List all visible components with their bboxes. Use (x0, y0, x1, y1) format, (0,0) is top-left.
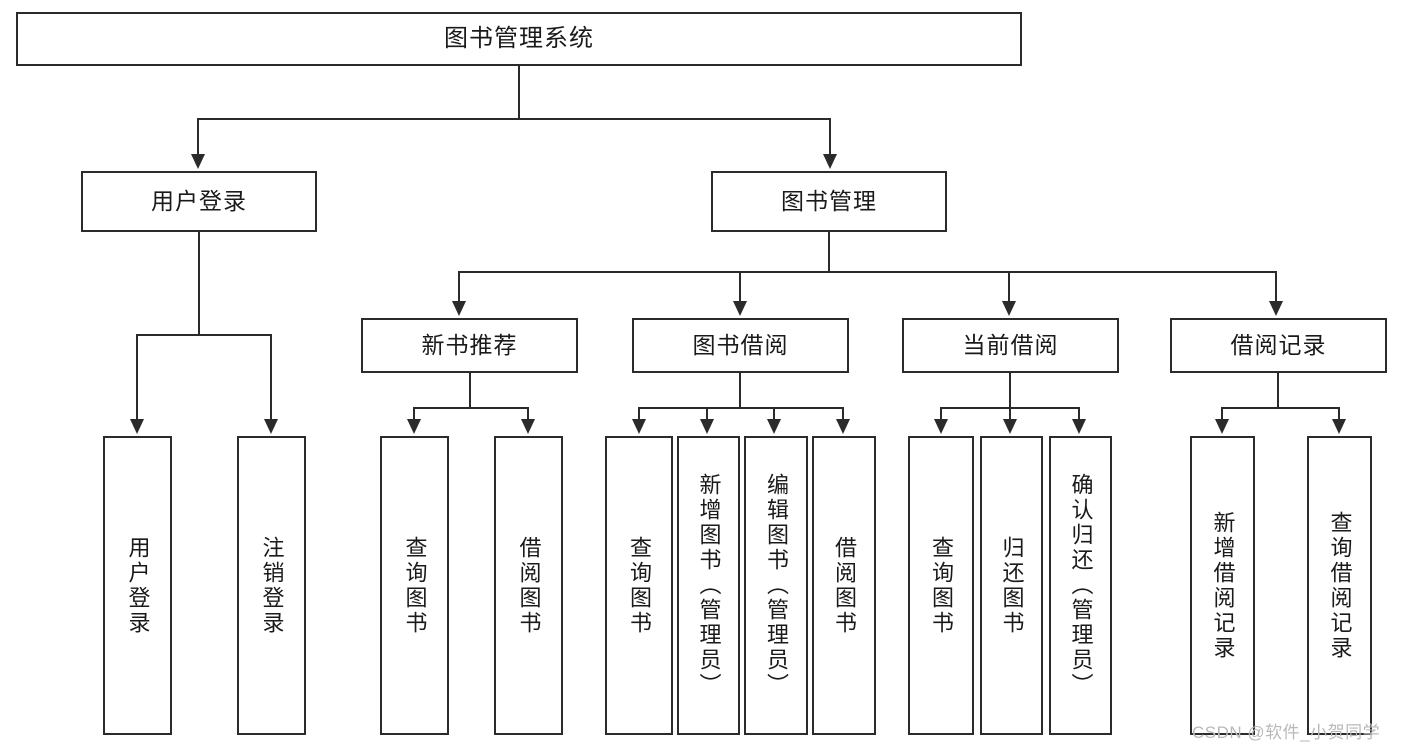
edge-book-borrow-bus (638, 407, 844, 409)
edge-cb-drop-1 (940, 407, 942, 421)
node-leaf-add-book[interactable]: 新增图书（管理员） (677, 436, 740, 735)
node-label: 查询图书 (627, 535, 652, 636)
node-label: 归还图书 (999, 535, 1025, 636)
arrow-to-leaf-logout (264, 419, 278, 434)
node-root-system[interactable]: 图书管理系统 (16, 12, 1022, 66)
arrow-to-leaf-query-book-1 (407, 419, 421, 434)
arrow-to-leaf-confirm-return (1072, 419, 1086, 434)
arrow-to-leaf-query-record (1332, 419, 1346, 434)
node-leaf-borrow-book-1[interactable]: 借阅图书 (494, 436, 563, 735)
node-current-borrow[interactable]: 当前借阅 (902, 318, 1119, 373)
node-leaf-borrow-book-2[interactable]: 借阅图书 (812, 436, 876, 735)
node-leaf-query-book-1[interactable]: 查询图书 (380, 436, 449, 735)
arrow-to-leaf-borrow-book-1 (521, 419, 535, 434)
arrow-to-leaf-add-record (1215, 419, 1229, 434)
node-label: 借阅图书 (832, 535, 857, 636)
node-leaf-confirm-return[interactable]: 确认归还（管理员） (1049, 436, 1112, 735)
edge-bm-drop-book-borrow (739, 271, 741, 303)
edge-br-drop-1 (1221, 407, 1223, 421)
arrow-to-borrow-record (1269, 301, 1283, 316)
edge-book-borrow-stem (739, 373, 741, 409)
arrow-to-leaf-borrow-book-2 (836, 419, 850, 434)
arrow-to-leaf-return-book (1003, 419, 1017, 434)
node-leaf-return-book[interactable]: 归还图书 (980, 436, 1043, 735)
edge-user-login-bus (136, 334, 272, 336)
arrow-to-book-borrow (733, 301, 747, 316)
arrow-to-current-borrow (1002, 301, 1016, 316)
node-label: 用户登录 (151, 187, 247, 214)
node-label: 确认归还（管理员） (1068, 473, 1094, 698)
node-label: 查询图书 (402, 535, 428, 636)
node-label: 借阅图书 (516, 535, 542, 636)
node-label: 当前借阅 (962, 331, 1059, 358)
node-label: 注销登录 (259, 535, 285, 636)
node-book-management[interactable]: 图书管理 (711, 171, 947, 232)
node-leaf-edit-book[interactable]: 编辑图书（管理员） (744, 436, 808, 735)
edge-cb-drop-3 (1078, 407, 1080, 421)
edge-new-book-drop-1 (413, 407, 415, 421)
edge-bb-drop-4 (842, 407, 844, 421)
edge-cb-drop-2 (1009, 407, 1011, 421)
arrow-to-leaf-add-book (700, 419, 714, 434)
edge-new-book-stem (469, 373, 471, 409)
node-label: 查询图书 (929, 535, 954, 636)
edge-root-stem (518, 66, 520, 119)
node-book-borrow[interactable]: 图书借阅 (632, 318, 849, 373)
node-label: 编辑图书（管理员） (764, 473, 789, 698)
arrow-to-leaf-user-login (130, 419, 144, 434)
edge-bb-drop-1 (638, 407, 640, 421)
edge-new-book-bus (413, 407, 529, 409)
edge-root-bus (197, 118, 831, 120)
edge-new-book-drop-2 (527, 407, 529, 421)
node-label: 新增借阅记录 (1210, 510, 1236, 661)
arrow-to-new-book-recommend (452, 301, 466, 316)
csdn-watermark: CSDN @软件_小贺同学 (1192, 723, 1381, 742)
edge-root-to-book-management (829, 118, 831, 156)
node-label: 用户登录 (125, 535, 151, 636)
node-leaf-add-record[interactable]: 新增借阅记录 (1190, 436, 1255, 735)
edge-book-management-stem (828, 232, 830, 273)
node-label: 借阅记录 (1230, 331, 1327, 358)
edge-root-to-user-login (197, 118, 199, 156)
arrow-to-leaf-query-book-3 (934, 419, 948, 434)
arrow-to-leaf-query-book-2 (632, 419, 646, 434)
node-label: 新书推荐 (421, 331, 518, 358)
node-leaf-user-login[interactable]: 用户登录 (103, 436, 172, 735)
edge-bm-drop-borrow-record (1275, 271, 1277, 303)
node-leaf-logout[interactable]: 注销登录 (237, 436, 306, 735)
arrow-to-book-management (823, 154, 837, 169)
node-user-login[interactable]: 用户登录 (81, 171, 317, 232)
edge-current-borrow-stem (1009, 373, 1011, 409)
arrow-to-user-login (191, 154, 205, 169)
node-new-book-recommend[interactable]: 新书推荐 (361, 318, 578, 373)
arrow-to-leaf-edit-book (767, 419, 781, 434)
node-label: 查询借阅记录 (1327, 510, 1353, 661)
edge-br-drop-2 (1338, 407, 1340, 421)
edge-book-management-bus (458, 271, 1276, 273)
edge-user-login-stem (198, 232, 200, 335)
edge-user-login-drop-1 (136, 334, 138, 421)
node-label: 图书借阅 (692, 331, 789, 358)
edge-bb-drop-2 (706, 407, 708, 421)
node-leaf-query-book-2[interactable]: 查询图书 (605, 436, 673, 735)
node-label: 新增图书（管理员） (696, 473, 722, 698)
node-leaf-query-book-3[interactable]: 查询图书 (908, 436, 974, 735)
edge-user-login-drop-2 (270, 334, 272, 421)
edge-borrow-record-stem (1277, 373, 1279, 409)
edge-bm-drop-current-borrow (1008, 271, 1010, 303)
node-borrow-record[interactable]: 借阅记录 (1170, 318, 1387, 373)
edge-bm-drop-new-book (458, 271, 460, 303)
edge-borrow-record-bus (1221, 407, 1340, 409)
node-label: 图书管理 (781, 187, 877, 214)
node-leaf-query-record[interactable]: 查询借阅记录 (1307, 436, 1372, 735)
node-label: 图书管理系统 (444, 24, 594, 52)
edge-bb-drop-3 (773, 407, 775, 421)
